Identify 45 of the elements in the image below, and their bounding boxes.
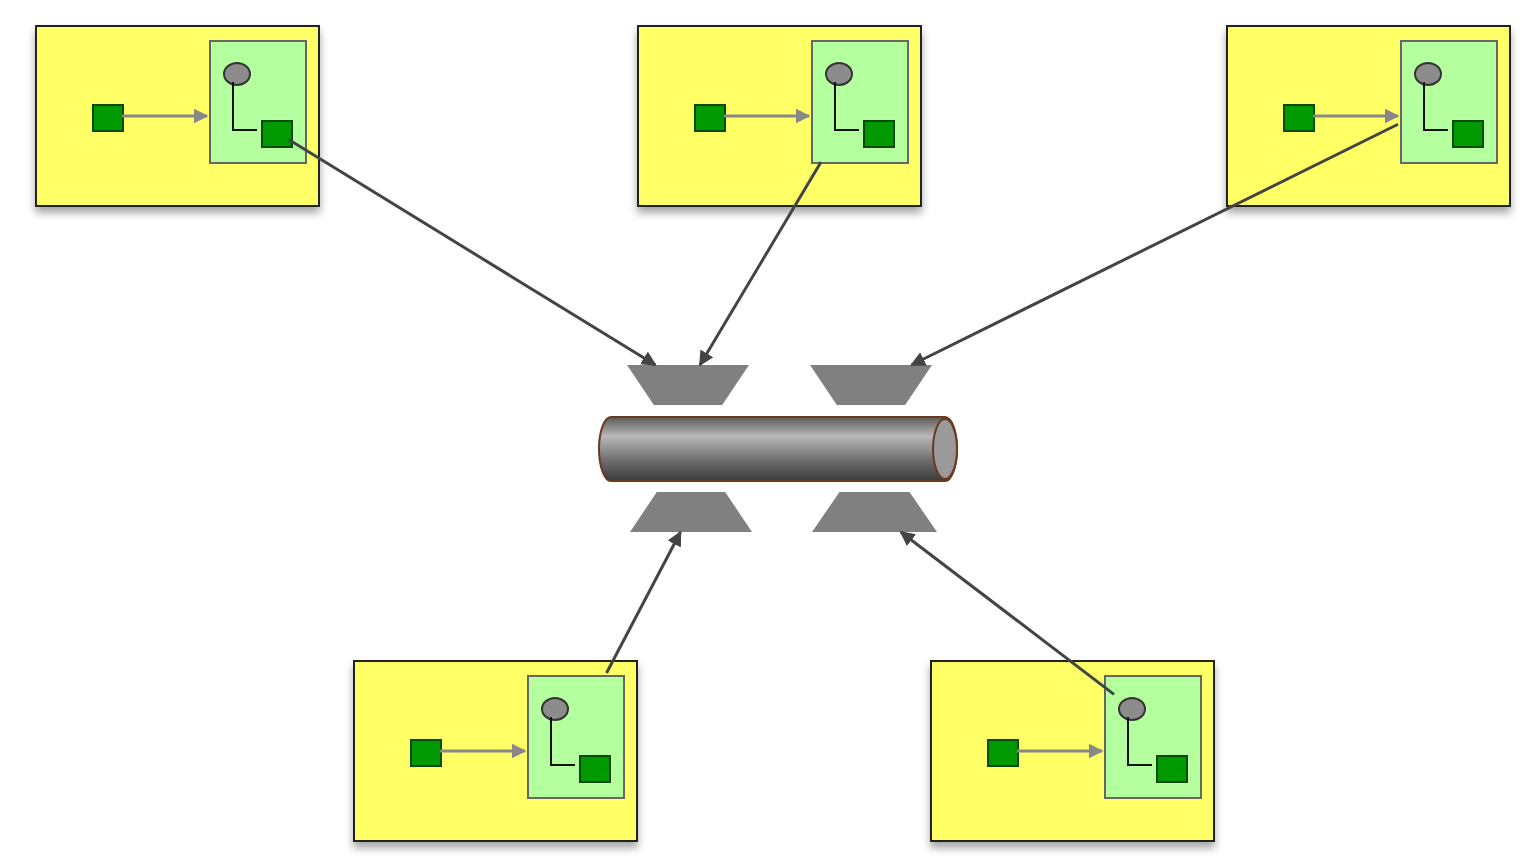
arrow [1313, 108, 1400, 124]
arrow [724, 108, 811, 124]
container-box [1226, 25, 1511, 207]
arrow [1017, 743, 1104, 759]
circle-node [541, 697, 569, 721]
panel [527, 675, 625, 799]
arrow [910, 122, 1399, 367]
panel [209, 40, 307, 164]
arrow [899, 530, 1115, 696]
connector-line [1423, 81, 1449, 131]
circle-node [825, 62, 853, 86]
connector-line [1127, 716, 1153, 766]
square-node [1283, 104, 1315, 132]
container-box [637, 25, 922, 207]
panel [1400, 40, 1498, 164]
square-node [92, 104, 124, 132]
panel [1104, 675, 1202, 799]
arrow [122, 108, 209, 124]
pipe-cylinder [597, 415, 959, 483]
connector-line [550, 716, 576, 766]
trapezoid-block [810, 365, 932, 405]
square-node [987, 739, 1019, 767]
connector-line [834, 81, 860, 131]
square-node [694, 104, 726, 132]
circle-node [1414, 62, 1442, 86]
arrow [288, 138, 657, 367]
circle-node [1118, 697, 1146, 721]
square-node [410, 739, 442, 767]
circle-node [223, 62, 251, 86]
container-box [35, 25, 320, 207]
trapezoid-block [812, 492, 937, 532]
arrow [698, 161, 823, 367]
square-node [579, 755, 611, 783]
square-node [261, 120, 293, 148]
trapezoid-block [627, 365, 749, 405]
square-node [863, 120, 895, 148]
square-node [1156, 755, 1188, 783]
arrow [440, 743, 527, 759]
trapezoid-block [630, 492, 752, 532]
connector-line [232, 81, 258, 131]
arrow [605, 530, 682, 674]
square-node [1452, 120, 1484, 148]
container-box [930, 660, 1215, 842]
container-box [353, 660, 638, 842]
panel [811, 40, 909, 164]
